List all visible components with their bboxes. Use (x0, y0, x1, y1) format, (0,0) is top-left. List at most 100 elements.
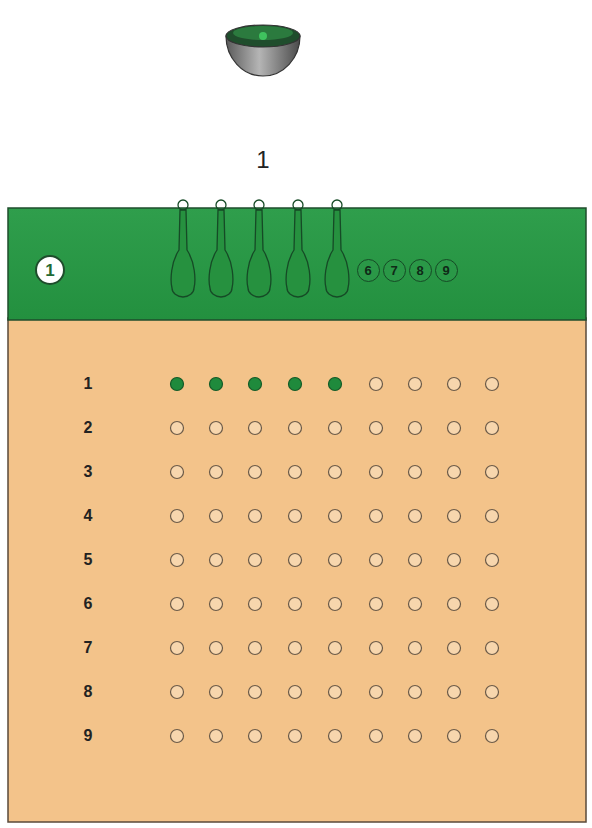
board-number-circle: 1 (35, 255, 65, 285)
bead-hole (249, 598, 262, 611)
bead-hole (249, 686, 262, 699)
bead-hole (329, 642, 342, 655)
bead-hole (329, 554, 342, 567)
bead-hole (210, 554, 223, 567)
bead-hole (486, 554, 499, 567)
bead-hole (289, 554, 302, 567)
bead-hole (249, 730, 262, 743)
circle-number: 7 (390, 264, 397, 277)
bead-hole (329, 510, 342, 523)
bead-hole (409, 422, 422, 435)
bar-number-circle: 8 (409, 259, 432, 282)
bar-hook (293, 200, 303, 210)
bead-hole (210, 510, 223, 523)
bead-hole (210, 730, 223, 743)
row-number: 6 (84, 596, 93, 612)
bead-hole (210, 598, 223, 611)
bead-hole (289, 466, 302, 479)
bead-hole (448, 642, 461, 655)
bead-hole (171, 730, 184, 743)
hole-grid (171, 378, 499, 743)
bead-hole (370, 466, 383, 479)
placed-bead (249, 378, 262, 391)
row-number: 2 (84, 420, 93, 436)
bead-hole (329, 730, 342, 743)
bead-hole (370, 642, 383, 655)
bead-bar (171, 210, 195, 297)
placed-bead (210, 378, 223, 391)
bead-hole (249, 510, 262, 523)
bead-bowl (226, 25, 300, 76)
bead-hole (171, 466, 184, 479)
bead-hole (210, 686, 223, 699)
bead-hole (409, 510, 422, 523)
bead-hole (409, 730, 422, 743)
bead-hole (370, 554, 383, 567)
bead-hole (171, 510, 184, 523)
bead-bar (325, 210, 349, 297)
bead-hole (289, 686, 302, 699)
bead-hole (448, 378, 461, 391)
bead-bar (286, 210, 310, 297)
bead-hole (370, 686, 383, 699)
bar-number-circle: 9 (435, 259, 458, 282)
bead-hole (210, 422, 223, 435)
bead-hole (448, 554, 461, 567)
row-number: 4 (84, 508, 93, 524)
bead-hole (486, 378, 499, 391)
bead-hole (486, 686, 499, 699)
bead-hole (249, 466, 262, 479)
bead-hole (370, 598, 383, 611)
circle-number: 6 (364, 264, 371, 277)
bead-hole (448, 730, 461, 743)
bead-hole (289, 510, 302, 523)
bead-hole (329, 422, 342, 435)
row-number: 1 (84, 376, 93, 392)
bead-hole (448, 466, 461, 479)
bead-hole (171, 686, 184, 699)
bead-hole (289, 598, 302, 611)
bead-hole (171, 422, 184, 435)
bead-hole (370, 422, 383, 435)
placed-bead (171, 378, 184, 391)
bowl-count: 1 (256, 148, 269, 172)
bead-hole (249, 554, 262, 567)
bead-hole (486, 642, 499, 655)
circle-number: 9 (442, 264, 449, 277)
row-number: 9 (84, 728, 93, 744)
bead-hole (210, 466, 223, 479)
bead-hole (486, 598, 499, 611)
bead-hole (409, 554, 422, 567)
bead-bar (209, 210, 233, 297)
bead-hole (289, 730, 302, 743)
circle-number: 8 (416, 264, 423, 277)
bead-bar (247, 210, 271, 297)
bead-hole (289, 642, 302, 655)
bar-number-circle: 6 (357, 259, 380, 282)
circle-number: 1 (45, 262, 54, 279)
bead-hole (171, 642, 184, 655)
bead-bar-band (8, 208, 586, 320)
bead-hole (486, 466, 499, 479)
bead-hole (249, 422, 262, 435)
placed-bead (289, 378, 302, 391)
placed-bead (329, 378, 342, 391)
bead-hole (409, 466, 422, 479)
bead-hole (171, 554, 184, 567)
bead-hole (329, 598, 342, 611)
bead-hole (448, 422, 461, 435)
bar-hook (254, 200, 264, 210)
row-number: 8 (84, 684, 93, 700)
bead-hole (370, 730, 383, 743)
bar-hook (332, 200, 342, 210)
row-number: 5 (84, 552, 93, 568)
row-number: 7 (84, 640, 93, 656)
bead-hole (409, 378, 422, 391)
bead-hole (289, 422, 302, 435)
bead-hole (249, 642, 262, 655)
bead-hole (409, 598, 422, 611)
board-base (8, 318, 586, 822)
bead-bars (171, 200, 349, 297)
